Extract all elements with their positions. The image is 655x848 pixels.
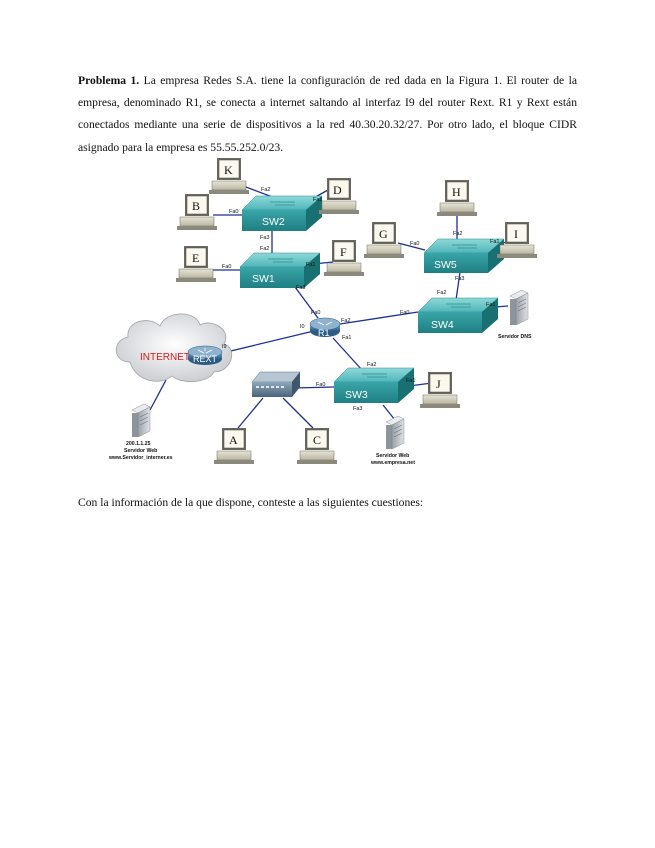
problem-paragraph: Problema 1. La empresa Redes S.A. tiene … — [78, 70, 577, 159]
pc-g-label: G — [379, 227, 388, 241]
pc-a-label: A — [229, 433, 238, 447]
problem-title: Problema 1. — [78, 74, 140, 87]
pc-k-label: K — [224, 163, 233, 177]
port-label: Fa3 — [353, 406, 362, 412]
switch-sw3: SW3 — [333, 367, 415, 403]
switch-sw4: SW4 — [417, 297, 499, 333]
pc-i: I — [497, 222, 537, 258]
port-label: Fa1 — [490, 239, 499, 245]
pc-e: E — [176, 246, 216, 282]
pc-a: A — [214, 428, 254, 464]
port-label: Fa1 — [406, 378, 415, 384]
port-label: Fa2 — [453, 231, 462, 237]
internet-server-url: www.Servidor_interner.es — [108, 455, 173, 461]
rext-label: REXT — [193, 354, 218, 364]
pc-c-label: C — [313, 433, 321, 447]
port-label: I9 — [222, 344, 227, 350]
pc-j-label: J — [436, 377, 441, 391]
switch-sw2: SW2 — [241, 195, 323, 231]
pc-h-label: H — [452, 185, 461, 199]
pc-f-label: F — [340, 245, 347, 259]
port-label: Fa2 — [341, 318, 350, 324]
port-label: Fa3 — [455, 276, 464, 282]
pc-f: F — [324, 240, 364, 276]
sw3-label: SW3 — [345, 389, 368, 401]
port-label: Fa2 — [260, 246, 269, 252]
sw1-label: SW1 — [252, 273, 275, 285]
pc-b-label: B — [192, 199, 200, 213]
hub-device — [251, 371, 301, 397]
pc-b: B — [177, 194, 217, 230]
company-web-server: Servidor Web www.empresa.net — [370, 415, 415, 466]
port-label: Fa0 — [222, 264, 231, 270]
pc-g: G — [364, 222, 404, 258]
port-label: Fa1 — [306, 262, 315, 268]
internet-server-label: Servidor Web — [124, 448, 157, 454]
port-labels: Fa2 Fa0 Fa1 Fa3 Fa2 Fa0 Fa1 Fa3 Fa2 Fa0 … — [222, 187, 499, 412]
pc-c: C — [297, 428, 337, 464]
pc-h: H — [437, 180, 477, 216]
pc-e-label: E — [192, 251, 199, 265]
port-label: Fa0 — [400, 310, 409, 316]
web-server-label: Servidor Web — [376, 453, 409, 459]
internet-web-server: 200.1.1.25 Servidor Web www.Servidor_int… — [108, 403, 173, 461]
internet-server-ip: 200.1.1.25 — [126, 441, 151, 447]
dns-server: Servidor DNS — [498, 289, 532, 340]
rext-router: REXT — [187, 345, 223, 365]
port-label: Fa3 — [260, 235, 269, 241]
port-label: Fa0 — [229, 209, 238, 215]
dns-server-label: Servidor DNS — [498, 334, 532, 340]
port-label: Fa1 — [486, 302, 495, 308]
port-label: Fa3 — [296, 285, 305, 291]
internet-label: INTERNET — [140, 352, 190, 363]
pc-i-label: I — [514, 227, 518, 241]
pc-d: D — [319, 178, 359, 214]
pc-d-label: D — [333, 183, 342, 197]
port-label: I0 — [300, 324, 305, 330]
switch-sw5: SW5 — [423, 238, 505, 273]
port-label: Fa1 — [313, 197, 322, 203]
sw5-label: SW5 — [434, 259, 457, 271]
switch-sw1: SW1 — [239, 252, 321, 288]
port-label: Fa2 — [437, 290, 446, 296]
port-label: Fa2 — [261, 187, 270, 193]
problem-text: La empresa Redes S.A. tiene la configura… — [78, 74, 577, 154]
sw4-label: SW4 — [431, 319, 454, 331]
pc-j: J — [420, 372, 460, 408]
r1-label: R1 — [318, 328, 330, 338]
port-label: Fa1 — [342, 335, 351, 341]
sw2-label: SW2 — [262, 216, 285, 228]
port-label: Fa2 — [367, 362, 376, 368]
pc-k: K — [209, 158, 249, 194]
closing-text: Con la información de la que dispone, co… — [78, 496, 424, 509]
r1-router: R1 — [309, 317, 341, 338]
port-label: Fa0 — [311, 310, 320, 316]
port-label: Fa0 — [410, 241, 419, 247]
web-server-url: www.empresa.net — [370, 460, 415, 466]
port-label: Fa0 — [316, 382, 325, 388]
